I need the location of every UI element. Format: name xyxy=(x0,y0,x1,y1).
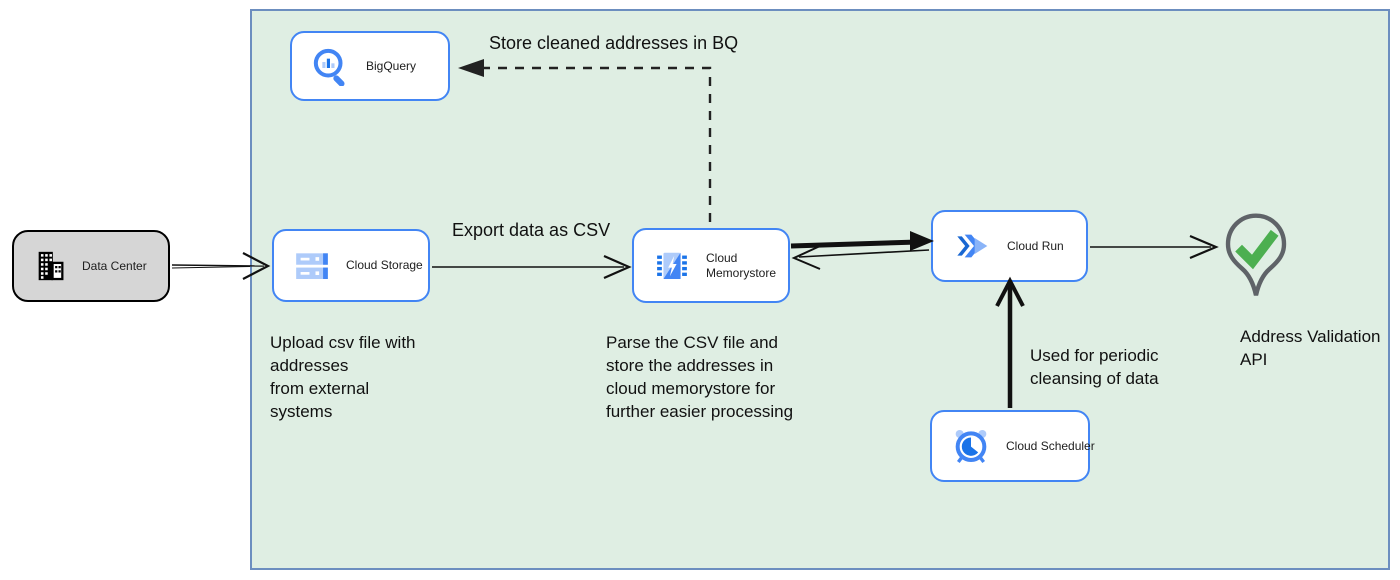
location-pin-check-icon xyxy=(1221,213,1291,311)
annotation-parse-csv: Parse the CSV file and store the address… xyxy=(606,333,794,421)
memorystore-chip-bolt-icon xyxy=(653,247,691,285)
node-bigquery[interactable]: BigQuery xyxy=(290,31,450,101)
node-label: BigQuery xyxy=(366,58,417,73)
node-label: Cloud Run xyxy=(1007,238,1064,253)
cloud-run-chevrons-icon xyxy=(952,226,992,266)
node-cloud-memorystore[interactable]: Cloud Memorystore xyxy=(632,228,790,303)
building-icon xyxy=(33,249,67,283)
node-label: Cloud Storage xyxy=(346,258,423,272)
alarm-clock-icon xyxy=(951,426,991,466)
node-cloud-scheduler[interactable]: Cloud Scheduler xyxy=(930,410,1095,482)
bigquery-magnifier-chart-icon xyxy=(311,46,351,86)
node-cloud-run[interactable]: Cloud Run xyxy=(931,210,1088,282)
node-cloud-storage[interactable]: Cloud Storage xyxy=(272,229,430,302)
node-address-validation-api[interactable] xyxy=(1221,210,1291,312)
address-validation-api-label: Address Validation API xyxy=(1240,327,1381,369)
node-label: Data Center xyxy=(82,258,147,273)
edge-label-store-bq: Store cleaned addresses in BQ xyxy=(489,33,739,53)
edge-label-periodic-cleansing: Used for periodic cleansing of data xyxy=(1030,346,1159,388)
node-label: Cloud Scheduler xyxy=(1006,438,1095,453)
node-label: Cloud Memorystore xyxy=(706,250,777,280)
node-data-center[interactable]: Data Center xyxy=(12,230,170,302)
storage-disks-icon xyxy=(293,247,331,285)
edge-label-export-csv: Export data as CSV xyxy=(452,220,611,240)
annotation-upload-csv: Upload csv file with addresses from exte… xyxy=(270,333,416,421)
gcp-boundary-container[interactable] xyxy=(250,9,1390,570)
